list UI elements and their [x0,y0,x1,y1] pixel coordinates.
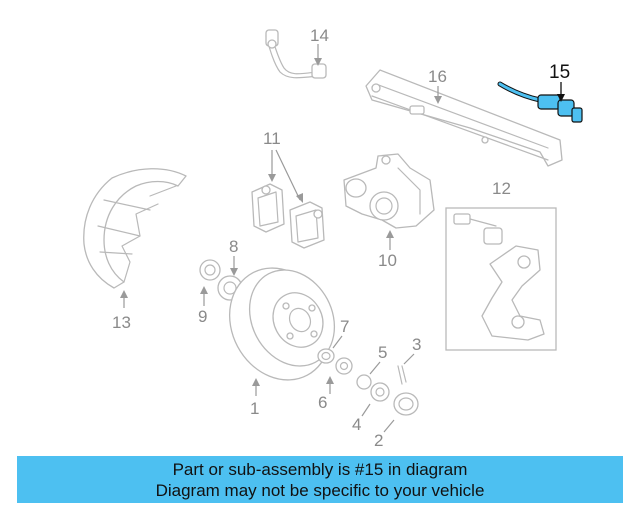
part-7-nut[interactable] [317,348,335,364]
part-1-rotor[interactable] [210,250,350,397]
leader-arrow-13 [120,290,128,298]
leader-arrow-11a [268,174,276,182]
leader-arrow-15 [557,94,565,102]
callout-12: 12 [492,179,511,198]
leader-arrow-6 [326,376,334,384]
callout-16: 16 [428,67,447,86]
part-5-grease-cap[interactable] [356,374,372,390]
leader-arrow-9 [200,286,208,294]
part-12-carrier-box[interactable] [445,207,557,351]
callout-14: 14 [310,26,329,45]
callout-6: 6 [318,393,327,412]
part-6-washer[interactable] [335,357,353,375]
callout-1: 1 [250,399,259,418]
leader-arrow-10 [386,230,394,238]
leader-arrow-1 [252,378,260,386]
leader-arrow-14 [314,58,322,66]
callout-9: 9 [198,307,207,326]
part-3-cotter-pin[interactable] [397,365,407,385]
info-banner: Part or sub-assembly is #15 in diagram D… [17,456,623,503]
part-2-cap[interactable] [393,392,419,416]
callout-3: 3 [412,335,421,354]
part-14-brake-hose[interactable] [265,29,327,79]
banner-line-part: Part or sub-assembly is #15 in diagram [172,460,468,479]
callout-7: 7 [340,317,349,336]
leader-arrow-16 [434,96,442,104]
exploded-parts-diagram: 14 16 15 11 [83,26,583,450]
leader-4 [361,403,371,417]
leader-arrow-8 [230,268,238,276]
part-15-wear-sensor[interactable] [497,81,583,123]
leader-7 [332,335,343,349]
callout-5: 5 [378,343,387,362]
leader-arrow-11b [296,193,303,203]
part-11-brake-pads[interactable] [251,183,325,249]
leader-2 [383,419,395,433]
leader-5 [369,361,381,375]
callout-10: 10 [378,251,397,270]
banner-line-disclaimer: Diagram may not be specific to your vehi… [155,481,485,500]
part-13-splash-shield[interactable] [83,168,187,289]
callout-2: 2 [374,431,383,450]
callout-11: 11 [263,129,281,148]
callout-15: 15 [549,62,570,83]
part-16-bracket[interactable] [365,69,563,167]
part-4-bushing[interactable] [370,382,390,402]
part-10-caliper[interactable] [343,153,435,229]
part-9-seal[interactable] [199,259,221,281]
leader-3 [403,353,415,365]
callout-4: 4 [352,415,361,434]
callout-8: 8 [229,237,238,256]
callout-13: 13 [112,313,131,332]
leader-11 [271,149,301,201]
